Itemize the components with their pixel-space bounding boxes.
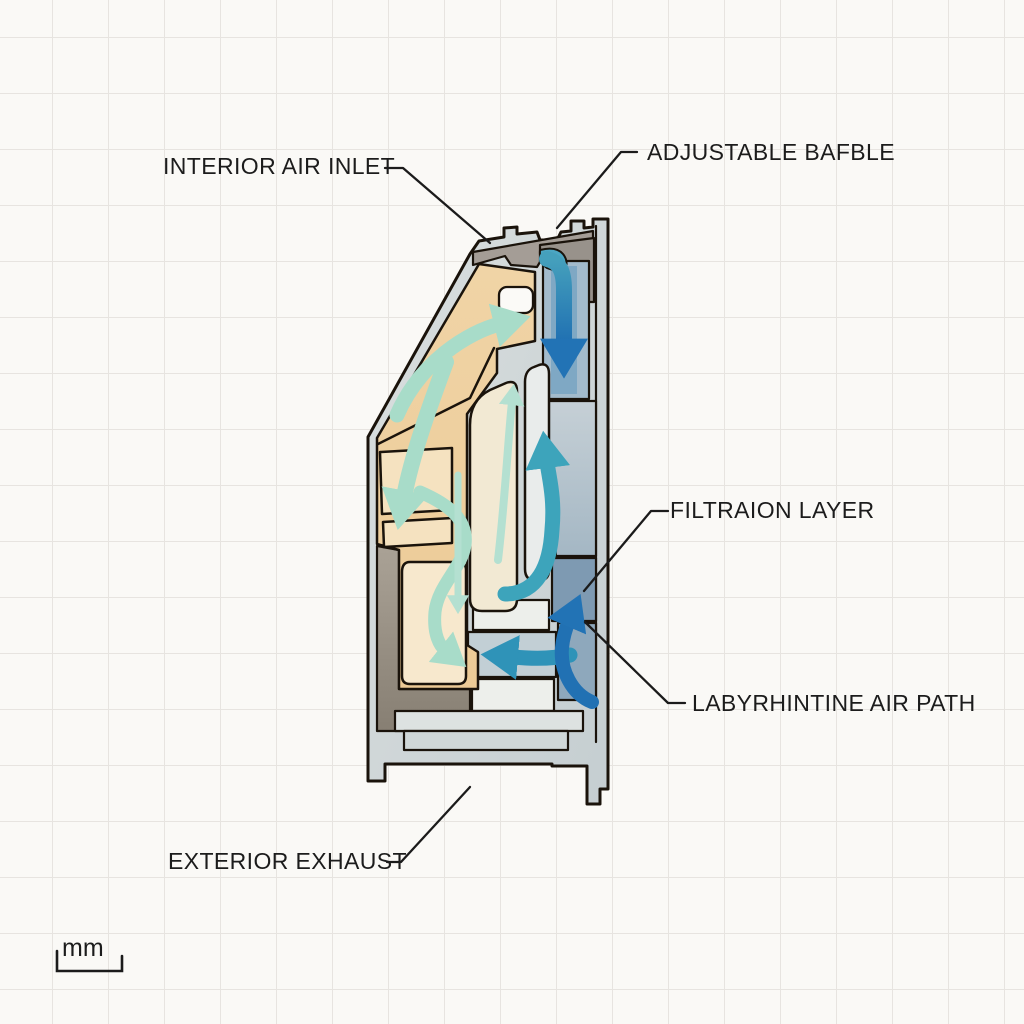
flow-arrow-labyrinth-s [413,485,472,668]
tan-top-notch [497,285,535,315]
label-labyrinthine-air-path: LABYRHINTINE AIR PATH [692,690,976,716]
flow-arrow-filtration-up [547,593,599,709]
leader-adjustable-baffle [555,150,639,230]
label-filtration-layer: FILTRAION LAYER [670,497,875,523]
top-cap [471,229,595,269]
leader-lines [383,150,687,864]
scale-unit-label: mm [62,934,104,962]
flow-arrows [381,251,599,709]
label-adjustable-baffle: ADJUSTABLE BAFBLE [647,139,895,165]
flow-arrow-inlet-down [539,251,588,379]
leader-labyrinthine-air-path [583,620,687,705]
leader-filtration-layer [582,509,670,593]
leader-exterior-exhaust [385,785,472,864]
label-interior-air-inlet: INTERIOR AIR INLET [163,153,396,179]
scale-bar-bracket [55,949,124,973]
flow-arrow-down-left [381,354,454,531]
flow-arrow-rise [497,430,571,602]
scale-bar [55,949,124,973]
white-chamber-lower [470,677,556,713]
flow-arrow-inlet-sweep [389,303,531,423]
base-strip-lower [402,729,570,752]
filtration-box [550,556,598,623]
label-exterior-exhaust: EXTERIOR EXHAUST [168,848,407,874]
base-strip-upper [393,709,585,733]
leader-interior-air-inlet [383,166,492,245]
tan-chamber-small [381,516,454,549]
flow-arrow-thin-up [494,383,525,564]
tan-wall-upper [376,346,496,446]
